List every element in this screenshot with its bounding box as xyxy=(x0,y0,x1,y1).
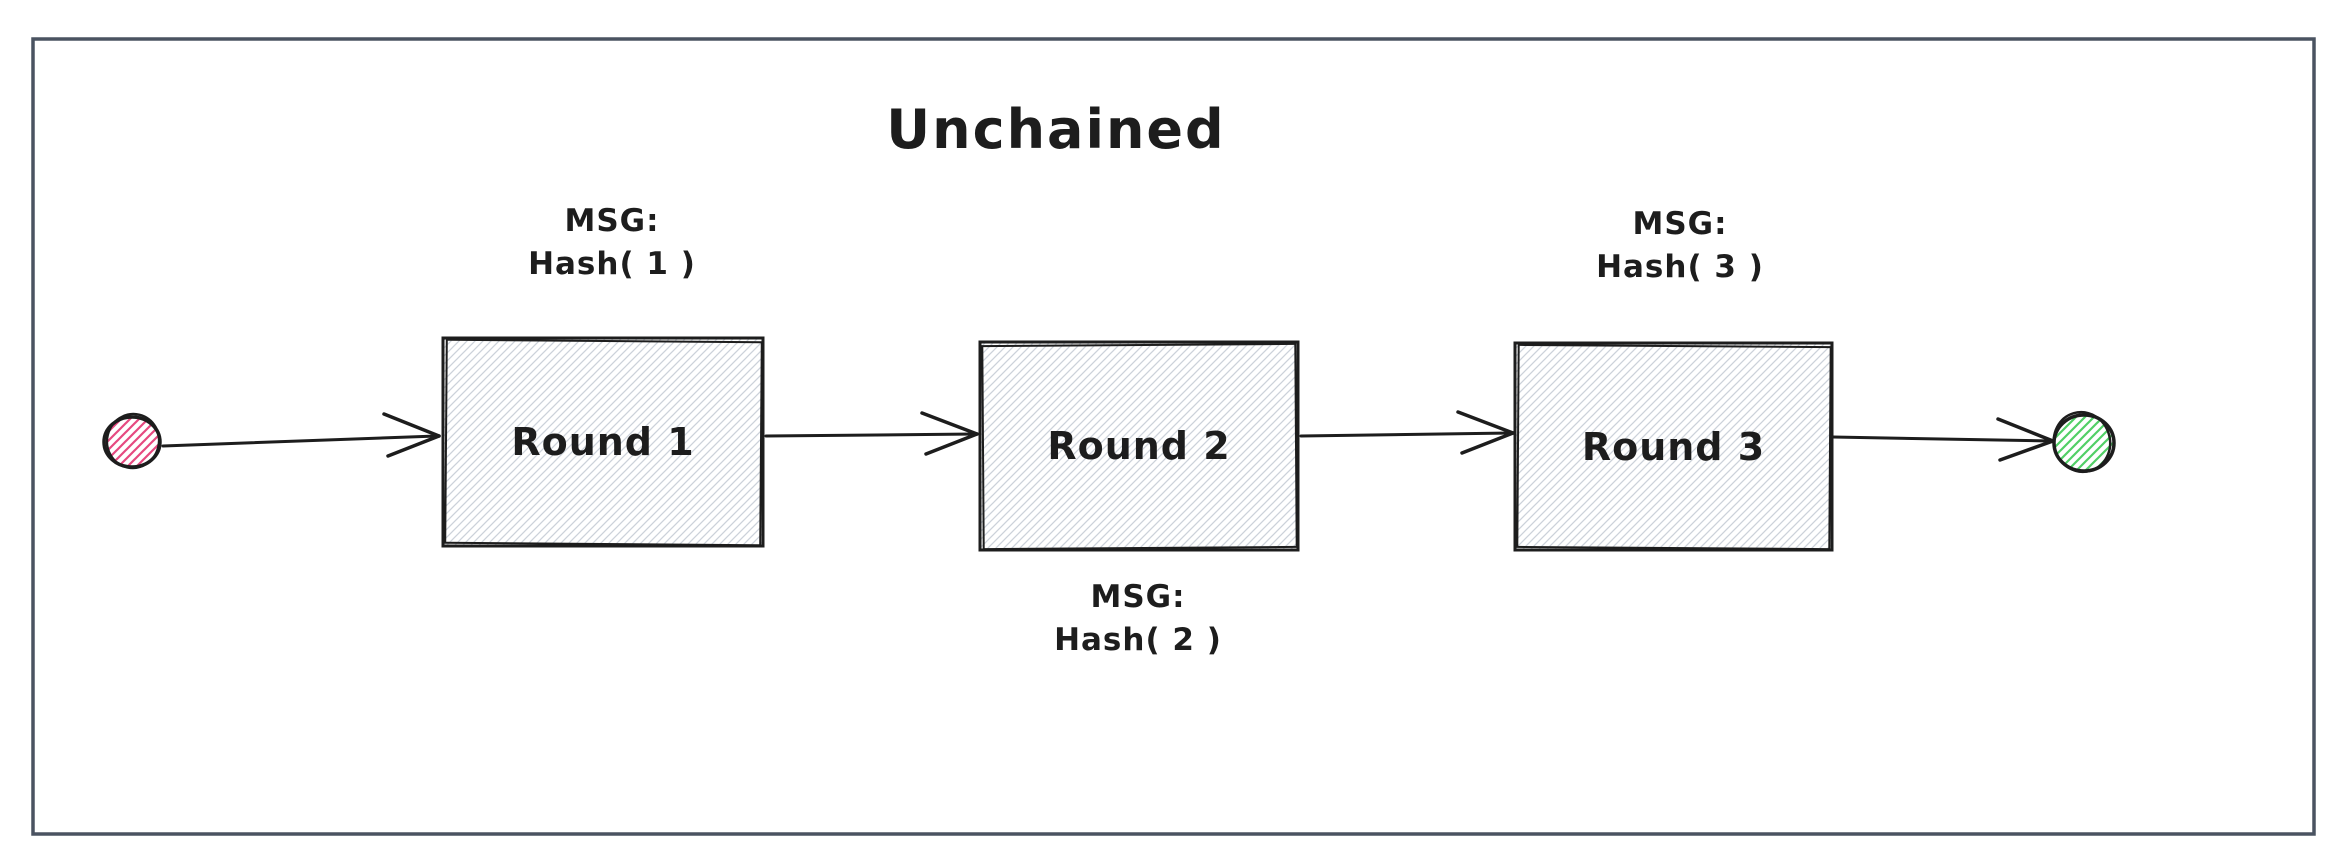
arrow-round2-to-round3 xyxy=(1299,410,1515,455)
canvas-frame xyxy=(31,37,2316,836)
round-3-label: Round 3 xyxy=(1581,424,1766,469)
start-node xyxy=(102,412,162,470)
msg-label-1: MSG: Hash( 1 ) xyxy=(452,200,772,286)
msg-label-3-line2: Hash( 3 ) xyxy=(1596,249,1764,285)
arrow-start-to-round1 xyxy=(161,412,441,458)
round-3-box xyxy=(1513,341,1834,552)
msg-label-2-line2: Hash( 2 ) xyxy=(1054,622,1222,658)
round-2-box xyxy=(978,340,1300,552)
arrow-round1-to-round2 xyxy=(764,411,979,456)
round-1-label: Round 1 xyxy=(511,420,695,464)
round-1-box xyxy=(441,336,765,548)
msg-label-1-line2: Hash( 1 ) xyxy=(528,246,696,282)
msg-label-2: MSG: Hash( 2 ) xyxy=(978,576,1298,662)
msg-label-3: MSG: Hash( 3 ) xyxy=(1520,203,1840,289)
round-2-label: Round 2 xyxy=(1047,424,1231,468)
msg-label-3-line1: MSG: xyxy=(1632,206,1728,242)
end-node xyxy=(2052,410,2116,474)
diagram-title: Unchained xyxy=(886,98,1226,161)
arrow-round3-to-end xyxy=(1831,417,2055,462)
msg-label-2-line1: MSG: xyxy=(1090,579,1186,615)
msg-label-1-line1: MSG: xyxy=(564,203,660,239)
